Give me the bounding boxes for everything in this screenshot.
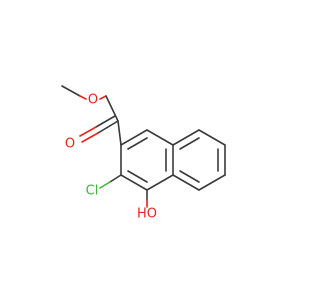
- bond-ring-chlorine: [109, 174, 122, 183]
- ester-oxygen-label: O: [88, 93, 98, 108]
- bond-methyl-oxygen: [61, 85, 81, 97]
- molecule-structure: O O Cl HO: [61, 85, 226, 222]
- bond-oxygen-carbonyl-red: [99, 95, 107, 100]
- carbonyl-oxygen-label: O: [65, 137, 75, 152]
- ring-right-bond-1: [172, 129, 200, 146]
- ring-right-bond-5: [172, 174, 200, 191]
- bond-carbonyl-double-b-red: [79, 126, 97, 137]
- chlorine-label: Cl: [86, 184, 99, 199]
- bond-carbonyl-double-a: [97, 120, 119, 134]
- bond-ring-chlorine-green: [99, 181, 111, 189]
- ring-left-bond-4: [146, 174, 174, 191]
- ring-right-bond-2: [198, 129, 226, 146]
- ring-left-inner-3: [127, 170, 148, 183]
- ring-left-bond-2: [146, 129, 174, 146]
- ring-left-bond-1: [120, 129, 148, 146]
- bond-methyl-oxygen-red: [79, 95, 87, 100]
- ring-right-inner-3: [179, 170, 200, 183]
- ring-right-inner-1: [179, 137, 200, 150]
- bond-carbonyl-double-b: [95, 115, 116, 128]
- ring-left-bond-5: [120, 174, 148, 191]
- hydroxyl-label: HO: [137, 207, 157, 222]
- bond-oxygen-carbonyl: [105, 95, 119, 122]
- ring-right-bond-4: [198, 174, 226, 191]
- bond-carbonyl-ring: [117, 120, 122, 146]
- bond-carbonyl-double-a-red: [81, 132, 99, 143]
- ring-left-inner-1: [127, 137, 148, 150]
